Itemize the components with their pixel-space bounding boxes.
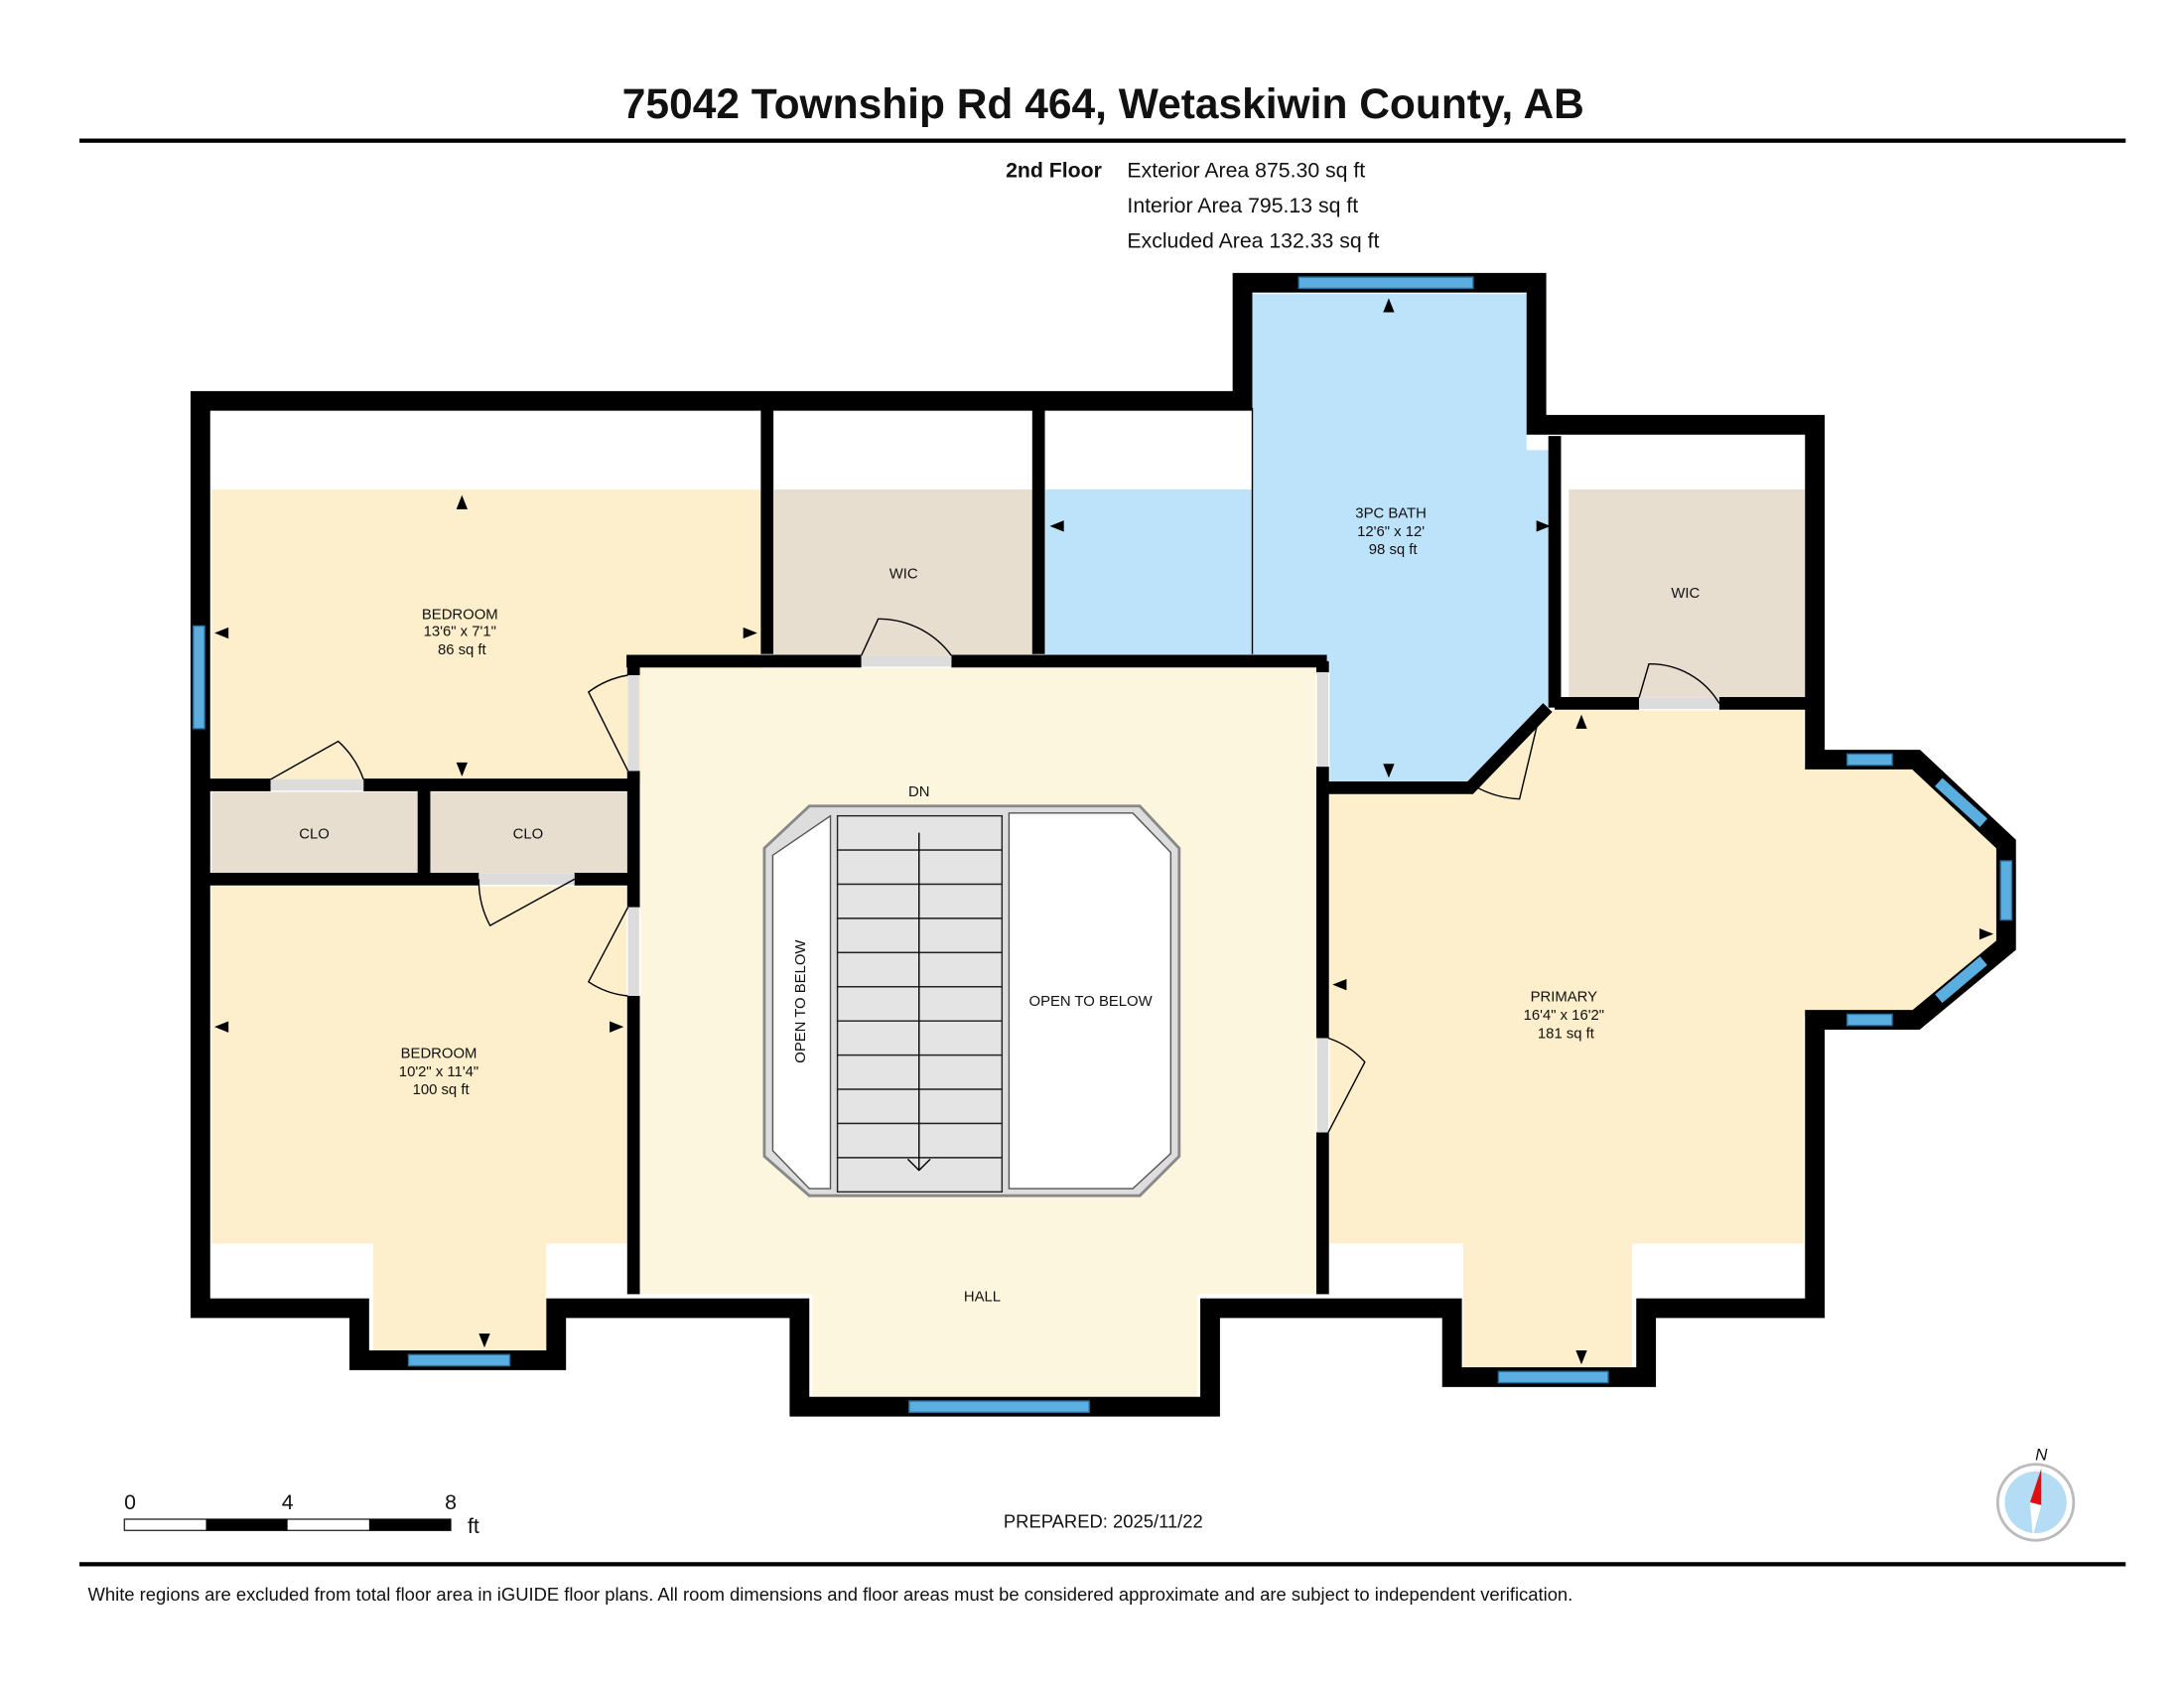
floor-label: 2nd Floor [1006, 159, 1102, 183]
page-title: 75042 Township Rd 464, Wetaskiwin County… [622, 81, 1584, 128]
bath-door-hall[interactable] [1316, 672, 1328, 768]
window [1935, 777, 1987, 827]
bedroom-1-door[interactable] [627, 675, 639, 772]
door-swing-icon [478, 878, 576, 927]
clo-1-door[interactable] [270, 778, 364, 791]
wic-1-door[interactable] [861, 655, 952, 667]
arrow-down-icon [906, 1158, 931, 1172]
room-label-clo-2: CLO [513, 826, 544, 842]
room-label-primary: PRIMARY 16'4" x 16'2" 181 sq ft [1524, 990, 1609, 1043]
footer-disclaimer: White regions are excluded from total fl… [87, 1584, 1572, 1605]
clo-2-door[interactable] [478, 873, 575, 886]
svg-text:N: N [2035, 1446, 2048, 1465]
room-label-bedroom-1: BEDROOM 13'6" x 7'1" 86 sq ft [422, 607, 502, 657]
svg-text:4: 4 [282, 1490, 294, 1514]
wic-1-fill [773, 490, 1036, 656]
window [1497, 1370, 1609, 1384]
floor-plan: BEDROOM 13'6" x 7'1" 86 sq ft WIC 3PC BA… [190, 272, 2016, 1417]
stairs-dn-label: DN [908, 784, 929, 800]
clo-1-fill [211, 791, 419, 874]
bedroom-2-door[interactable] [627, 907, 639, 996]
excluded-area: Excluded Area 132.33 sq ft [1127, 228, 1379, 252]
bedroom-2-fill [211, 886, 627, 1350]
door-swing-icon [270, 740, 364, 780]
room-label-wic-1: WIC [889, 566, 918, 582]
scale-bar: 0 4 8 ft [123, 1490, 479, 1538]
window [1935, 956, 1987, 1004]
interior-area: Interior Area 795.13 sq ft [1127, 194, 1358, 217]
open-to-below-label-left: OPEN TO BELOW [793, 940, 809, 1063]
footer-rule [79, 1562, 2126, 1567]
wic-2-fill [1569, 490, 1806, 698]
svg-text:0: 0 [124, 1490, 136, 1514]
prepared-date: PREPARED: 2025/11/22 [1004, 1511, 1203, 1532]
open-to-below-label-right: OPEN TO BELOW [1029, 994, 1153, 1010]
header-rule [79, 138, 2126, 143]
door-swing-icon [1469, 709, 1542, 800]
window [1846, 1013, 1893, 1027]
svg-text:ft: ft [468, 1514, 479, 1538]
svg-text:8: 8 [445, 1490, 457, 1514]
door-swing-icon [587, 674, 629, 772]
room-label-bath: 3PC BATH 12'6" x 12' 98 sq ft [1355, 505, 1431, 558]
open-to-below-right [1008, 812, 1172, 1190]
open-to-below-left [771, 814, 832, 1190]
window [1999, 860, 2013, 921]
window [193, 625, 205, 730]
room-label-wic-2: WIC [1671, 586, 1700, 602]
exterior-wall [190, 272, 2016, 1417]
clo-2-fill [429, 791, 627, 874]
exterior-area: Exterior Area 875.30 sq ft [1127, 159, 1365, 183]
window [1297, 276, 1474, 290]
window [407, 1353, 511, 1367]
window [1846, 753, 1893, 767]
bath-extension-fill [1045, 490, 1257, 656]
room-label-bedroom-2: BEDROOM 10'2" x 11'4" 100 sq ft [399, 1046, 483, 1098]
door-swing-icon [1638, 662, 1720, 704]
window [908, 1400, 1090, 1414]
compass-icon: N [1995, 1446, 2076, 1542]
door-swing-icon [861, 618, 952, 656]
room-label-hall: HALL [964, 1289, 1001, 1305]
door-swing-icon [1327, 1037, 1366, 1133]
wic-2-door[interactable] [1639, 697, 1719, 709]
primary-fill [1329, 710, 1998, 1367]
room-label-clo-1: CLO [299, 826, 330, 842]
primary-door[interactable] [1316, 1038, 1328, 1133]
door-swing-icon [587, 907, 629, 997]
interior-walls [200, 400, 1816, 1295]
